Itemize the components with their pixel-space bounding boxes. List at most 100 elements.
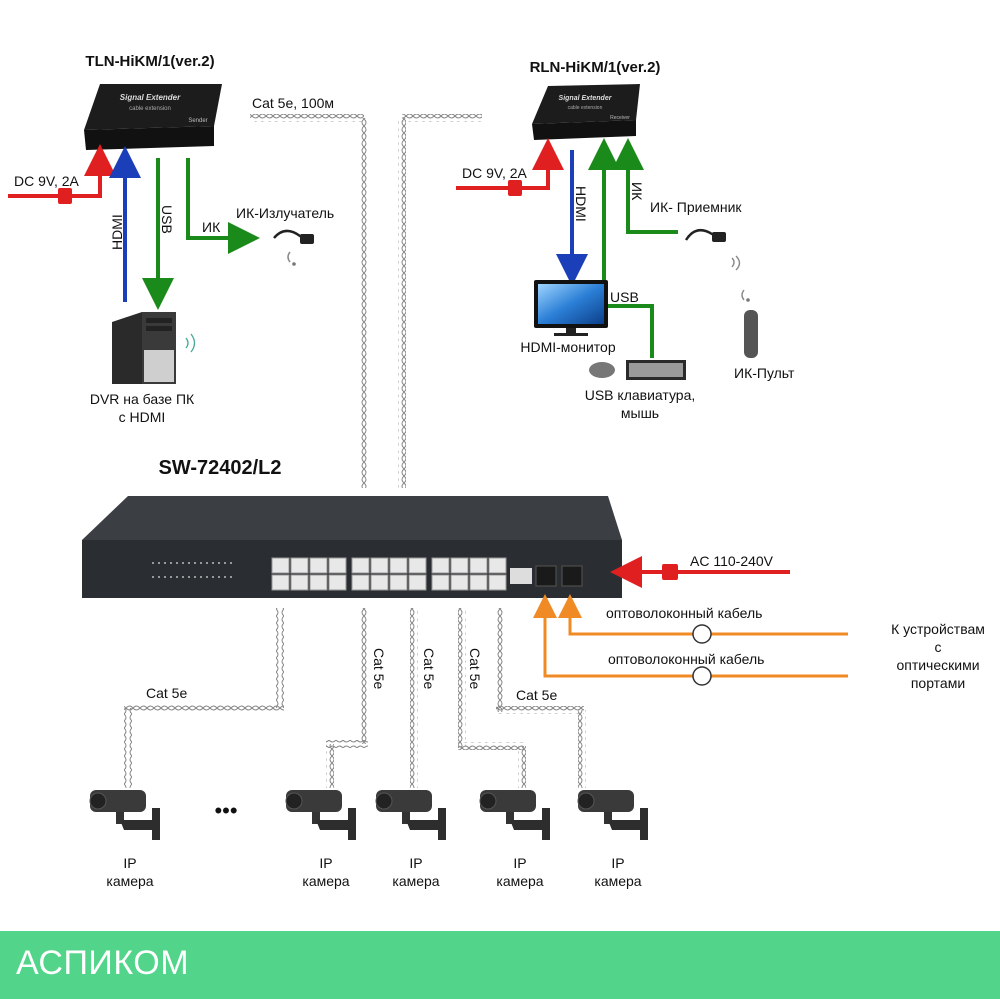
rj45-port: [351, 557, 370, 574]
ip-camera: IP камера: [479, 789, 551, 889]
fiber-connector-icon: [692, 624, 712, 644]
status-led: [230, 576, 232, 578]
transmitter-power-arrow: [8, 144, 116, 198]
receiver-usb-arrow: [588, 138, 654, 358]
status-led: [164, 576, 166, 578]
camera-label-line1: IP: [319, 855, 332, 871]
camera-label-line1: IP: [513, 855, 526, 871]
camera-label-line2: камера: [106, 873, 153, 889]
receiver-power-arrow: [456, 138, 564, 190]
camera-cable-label-1: Cat 5e: [146, 685, 187, 701]
transmitter-face-title: Signal Extender: [120, 93, 181, 102]
mouse-icon: [589, 362, 615, 378]
ip-camera-icon: [479, 789, 551, 841]
receiver-ir-label: ИК: [629, 182, 645, 201]
status-led: [188, 576, 190, 578]
rj45-port: [469, 557, 488, 574]
status-led: [200, 576, 202, 578]
cat5e-link-cable: [250, 114, 482, 488]
keyboard-label-line1: USB клавиатура,: [585, 387, 696, 403]
fiber-target-line2: с: [935, 639, 942, 655]
rj45-port: [431, 574, 450, 591]
pc-label-line1: DVR на базе ПК: [90, 391, 195, 407]
rj45-ports: [271, 557, 507, 591]
status-led: [206, 562, 208, 564]
brand-name: АСПИКОМ: [16, 944, 190, 982]
power-fuse-icon: [58, 188, 72, 204]
camera-cable-label-3: Cat 5e: [421, 648, 437, 689]
status-led: [158, 576, 160, 578]
status-led: [182, 562, 184, 564]
hdmi-monitor-icon: [534, 280, 608, 336]
power-fuse-icon-3: [662, 564, 678, 580]
ir-receiver-icon: [684, 228, 741, 271]
status-led: [206, 576, 208, 578]
remote-label: ИК-Пульт: [734, 365, 795, 381]
more-cameras-ellipsis: •••: [214, 798, 237, 823]
status-led: [176, 562, 178, 564]
camera-label-line1: IP: [123, 855, 136, 871]
camera-cable-label-4: Cat 5e: [467, 648, 483, 689]
fiber-cable-2: [533, 594, 848, 678]
receiver-face-sub: cable extension: [568, 105, 603, 111]
switch-model: SW-72402/L2: [159, 457, 282, 479]
ip-camera-icon: [285, 789, 357, 841]
rj45-port: [450, 574, 469, 591]
rj45-port: [271, 574, 290, 591]
status-led: [224, 576, 226, 578]
rj45-port: [309, 574, 328, 591]
ir-emitter-label: ИК-Излучатель: [236, 205, 334, 221]
receiver-face-role: Receiver: [610, 115, 630, 121]
ip-camera-icon: [89, 789, 161, 841]
transmitter-usb-label: USB: [159, 205, 175, 234]
rj45-port: [328, 557, 347, 574]
rj45-port: [389, 557, 408, 574]
camera-label-line2: камера: [302, 873, 349, 889]
status-led: [218, 562, 220, 564]
network-switch: [82, 496, 622, 598]
ip-camera: IP камера: [285, 789, 357, 889]
pc-label-line2: с HDMI: [119, 409, 166, 425]
network-diagram: TLN-HiKM/1(ver.2) Signal Extender cable …: [8, 53, 985, 889]
ir-receiver-label: ИК- Приемник: [650, 199, 742, 215]
rj45-port: [309, 557, 328, 574]
rj45-port: [389, 574, 408, 591]
sfp-port-2: [561, 565, 583, 587]
transmitter-device: Signal Extender cable extension Sender: [84, 84, 222, 150]
power-fuse-icon-2: [508, 180, 522, 196]
status-led: [164, 562, 166, 564]
status-led: [230, 562, 232, 564]
ir-emitter-icon: [273, 229, 314, 266]
ip-camera: IP камера: [89, 789, 161, 889]
status-led: [194, 576, 196, 578]
receiver-power-label: DC 9V, 2A: [462, 165, 528, 181]
switch-power-label: AC 110-240V: [690, 553, 774, 569]
keyboard-icon: [626, 360, 686, 380]
transmitter-ir-arrow: [186, 158, 260, 254]
status-led: [218, 576, 220, 578]
ip-camera-icon: [375, 789, 447, 841]
rj45-port: [290, 557, 309, 574]
camera-cables: [124, 608, 586, 788]
rj45-port: [408, 557, 427, 574]
transmitter-face-role: Sender: [188, 118, 207, 124]
status-led: [188, 562, 190, 564]
rj45-port: [370, 574, 389, 591]
rj45-port: [290, 574, 309, 591]
receiver-device: Signal Extender cable extension Receiver: [532, 84, 640, 140]
camera-label-line2: камера: [496, 873, 543, 889]
fiber-cable-1: [558, 594, 848, 636]
rj45-port: [351, 574, 370, 591]
rj45-port: [488, 574, 507, 591]
rj45-port: [450, 557, 469, 574]
monitor-label: HDMI-монитор: [520, 339, 615, 355]
rj45-port: [328, 574, 347, 591]
link-cable-label: Cat 5e, 100м: [252, 95, 334, 111]
fiber-connector-icon-2: [692, 666, 712, 686]
rj45-port: [469, 574, 488, 591]
receiver-usb-label: USB: [610, 289, 639, 305]
status-led: [212, 562, 214, 564]
camera-label-line1: IP: [409, 855, 422, 871]
pc-tower-icon: [112, 312, 196, 384]
